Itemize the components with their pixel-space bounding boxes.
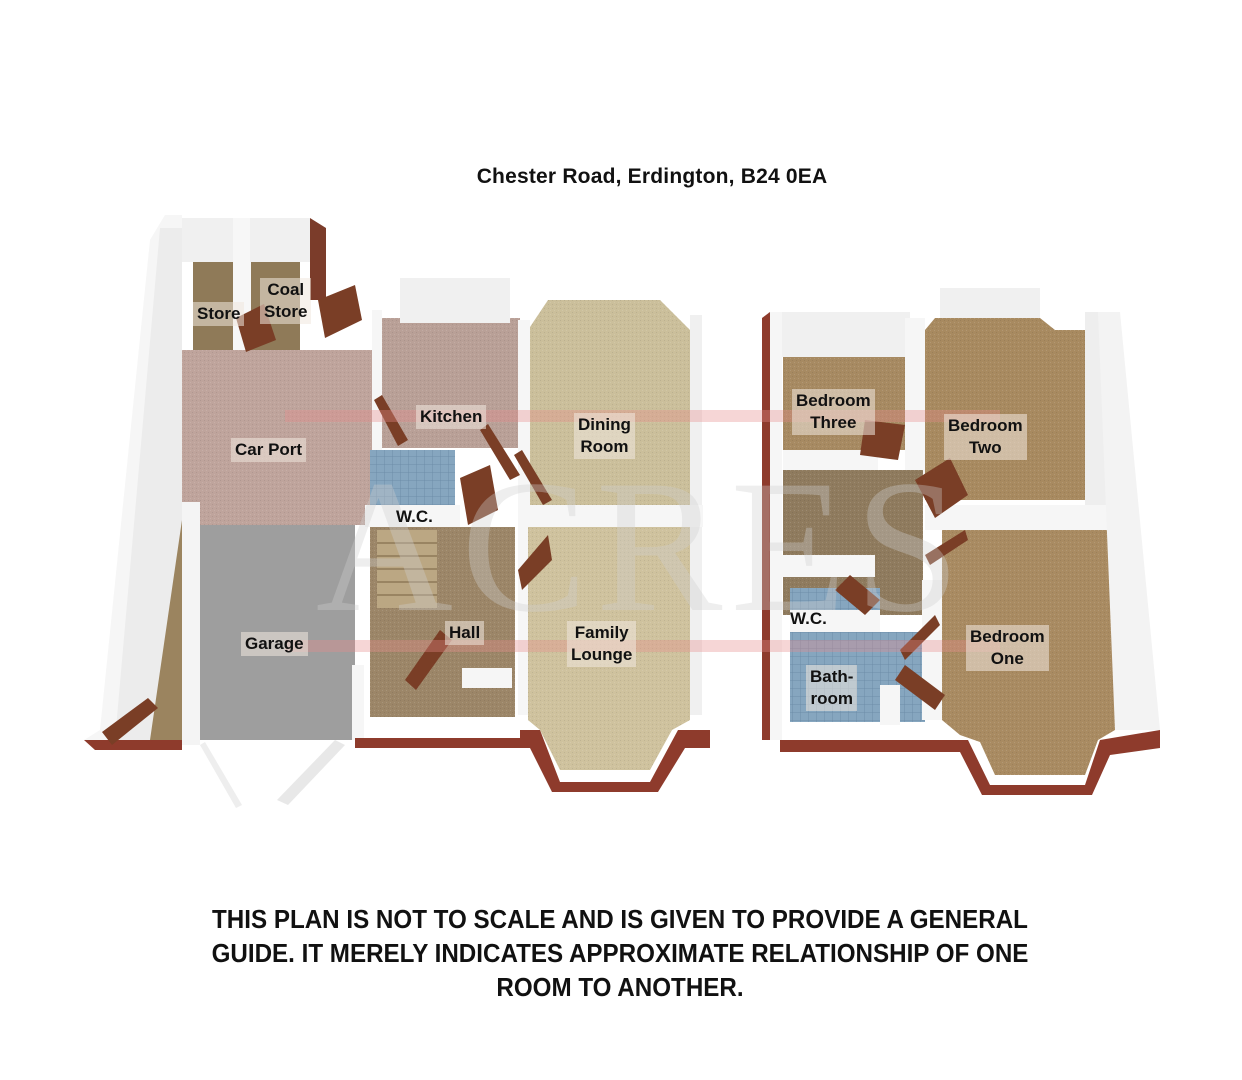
room-label-car-port: Car Port (231, 438, 307, 462)
room-label-bedroom-two: Bedroom Two (944, 414, 1027, 460)
room-label-hall: Hall (445, 621, 485, 645)
scale-disclaimer: THIS PLAN IS NOT TO SCALE AND IS GIVEN T… (211, 904, 1029, 1002)
svg-text:ACRES: ACRES (316, 442, 968, 652)
room-label-wc-first: W.C. (790, 609, 827, 628)
room-label-garage: Garage (241, 632, 308, 656)
staircase (377, 530, 437, 608)
wc-ground-floor (370, 450, 455, 505)
room-label-coal-store: Coal Store (260, 278, 312, 324)
room-label-bedroom-three: Bedroom Three (792, 389, 875, 435)
room-label-bedroom-one: Bedroom One (966, 625, 1049, 671)
ground-floor-plan (84, 215, 710, 808)
property-address-title: Chester Road, Erdington, B24 0EA (476, 165, 828, 188)
room-label-dining-room: Dining Room (574, 413, 635, 459)
room-label-store: Store (193, 302, 245, 326)
room-label-wc-ground: W.C. (396, 507, 433, 526)
room-label-bathroom: Bath- room (806, 665, 858, 711)
doors-first (835, 420, 968, 710)
room-label-kitchen: Kitchen (416, 405, 487, 429)
room-label-family-lounge: Family Lounge (567, 621, 637, 667)
acres-watermark: ACRES (285, 410, 1000, 652)
